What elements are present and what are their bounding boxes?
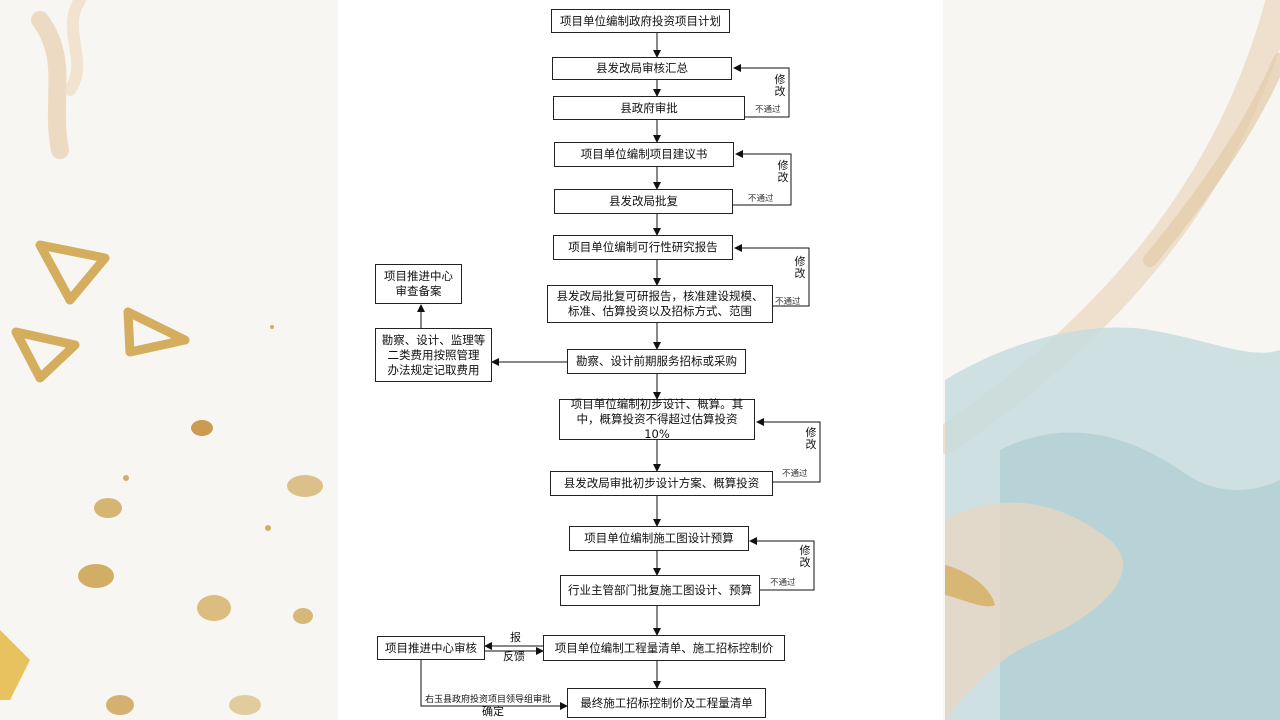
label-revise: 修改 <box>774 73 786 98</box>
teal-camouflage-shape-2 <box>1000 432 1280 720</box>
gold-brush-stroke-left <box>31 11 69 159</box>
step-feasibility-compile: 项目单位编制可行性研究报告 <box>553 235 733 260</box>
gold-blob-decoration <box>78 564 114 588</box>
beige-camouflage-shape <box>945 502 1124 720</box>
label-revise: 修改 <box>799 544 811 569</box>
gold-blob-decoration <box>191 420 213 436</box>
revise-loop-n5-n4 <box>733 150 792 206</box>
revise-loop-n3-n2 <box>733 64 790 118</box>
step-survey-design-tender: 勘察、设计前期服务招标或采购 <box>567 349 746 374</box>
label-feedback: 反馈 <box>503 650 525 663</box>
step-county-government-approval: 县政府审批 <box>553 96 745 120</box>
gold-brush-stroke-left-2 <box>64 0 86 96</box>
gold-camouflage-accent <box>945 565 995 607</box>
step-preliminary-approval: 县发改局审批初步设计方案、概算投资 <box>550 471 773 496</box>
step-proposal-compile: 项目单位编制项目建议书 <box>554 142 734 167</box>
revise-loop-n12-n11 <box>749 537 815 591</box>
label-reject: 不通过 <box>775 297 801 307</box>
step-bill-of-quantities: 项目单位编制工程量清单、施工招标控制价 <box>543 635 785 661</box>
step-preliminary-design: 项目单位编制初步设计、概算。其 中，概算投资不得超过估算投资 10% <box>559 397 755 441</box>
gold-blob-decoration <box>197 595 231 621</box>
gold-paper-corner-decoration <box>0 630 30 700</box>
step-industry-approval: 行业主管部门批复施工图设计、预算 <box>560 575 760 606</box>
label-reject: 不通过 <box>770 578 796 588</box>
gold-dot-decoration <box>270 325 274 329</box>
side-fee-rules: 勘察、设计、监理等 二类费用按照管理 办法规定记取费用 <box>375 328 492 382</box>
gold-blob-decoration <box>106 695 134 715</box>
gold-triangle-decoration <box>35 240 110 305</box>
gold-dot-decoration <box>123 475 129 481</box>
step-county-review-summary: 县发改局审核汇总 <box>552 57 732 80</box>
label-reject: 不通过 <box>748 194 774 204</box>
gold-triangle-decoration <box>11 327 80 383</box>
side-center-review: 项目推进中心审核 <box>377 636 485 660</box>
label-reject: 不通过 <box>782 469 808 479</box>
gold-dot-decoration <box>265 525 271 531</box>
step-plan-compile: 项目单位编制政府投资项目计划 <box>551 9 730 33</box>
step-proposal-reply: 县发改局批复 <box>554 189 733 214</box>
step-final-control-price: 最终施工招标控制价及工程量清单 <box>567 688 766 718</box>
label-reject: 不通过 <box>755 105 781 115</box>
gold-blob-decoration <box>94 498 122 518</box>
label-revise: 修改 <box>794 255 806 280</box>
step-construction-drawing-budget: 项目单位编制施工图设计预算 <box>569 526 749 551</box>
revise-loop-n7-n6 <box>734 244 810 307</box>
gold-brush-stroke-right-2 <box>1143 53 1280 267</box>
label-confirm: 确定 <box>482 705 504 718</box>
step-feasibility-reply: 县发改局批复可研报告，核准建设规模、 标准、估算投资以及招标方式、范围 <box>547 285 773 323</box>
arrow-side3-n14 <box>420 660 568 710</box>
side-center-filing: 项目推进中心 审查备案 <box>375 264 462 304</box>
label-group-review: 右玉县政府投资项目领导组审批 <box>425 695 552 705</box>
label-revise: 修改 <box>805 426 817 451</box>
label-revise: 修改 <box>777 159 789 184</box>
label-report: 报 <box>510 631 521 644</box>
gold-triangle-decoration <box>123 307 190 357</box>
gold-blob-decoration <box>229 695 261 715</box>
revise-loop-n10-n9 <box>756 418 821 483</box>
gold-blob-decoration <box>293 608 313 624</box>
gold-blob-decoration <box>287 475 323 497</box>
